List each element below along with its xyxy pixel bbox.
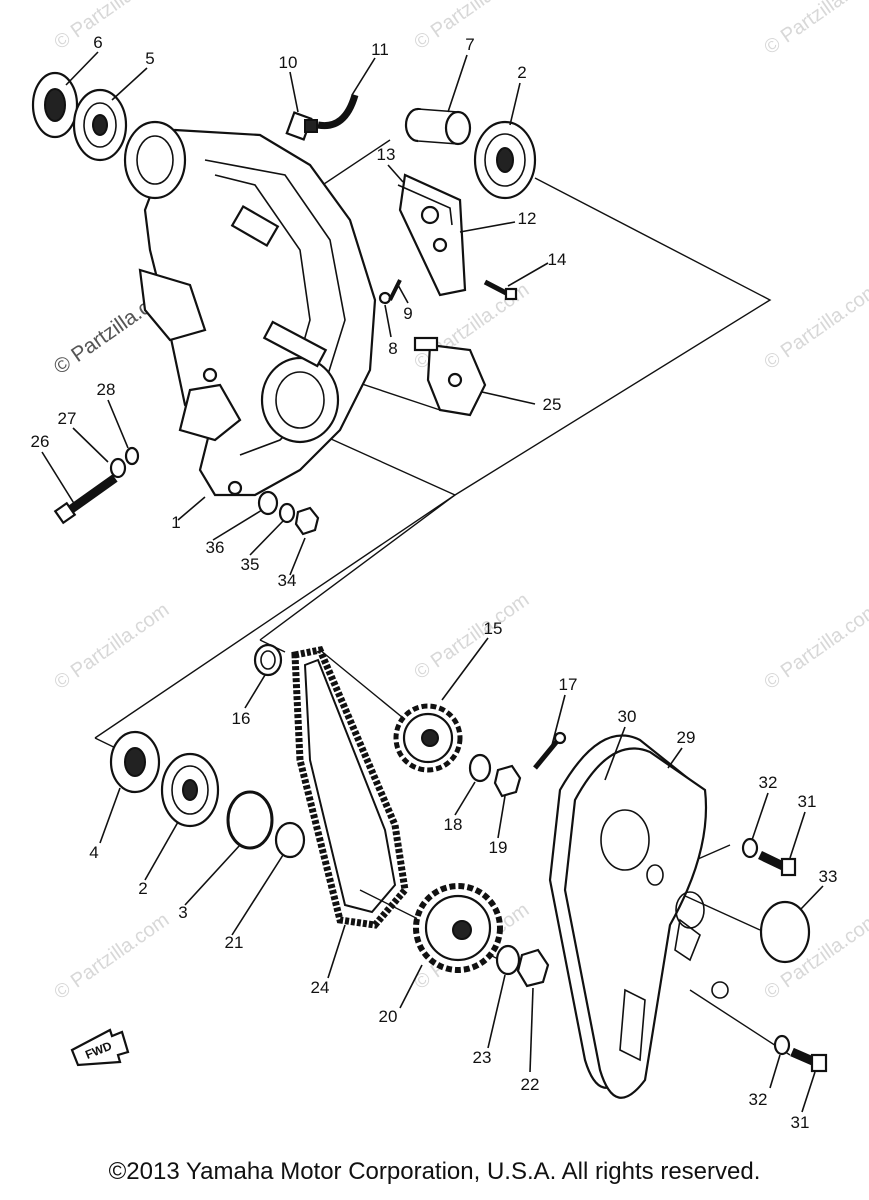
callout-32-lower: 32 <box>749 1090 768 1109</box>
callout-12: 12 <box>518 209 537 228</box>
part-24-chain <box>291 646 409 929</box>
watermark: © Partzilla.com <box>50 599 173 694</box>
callout-6: 6 <box>93 33 102 52</box>
copyright-notice: ©2013 Yamaha Motor Corporation, U.S.A. A… <box>108 1158 761 1185</box>
part-32-washer-upper <box>741 837 759 859</box>
callout-25: 25 <box>543 395 562 414</box>
part-2-bearing-lower <box>160 752 220 828</box>
part-12-plate <box>398 173 467 297</box>
callout-22: 22 <box>521 1075 540 1094</box>
callout-28: 28 <box>97 380 116 399</box>
part-19-nut <box>493 764 522 798</box>
callout-13: 13 <box>377 145 396 164</box>
part-31-bolt-lower <box>790 1047 828 1073</box>
part-35-washer <box>278 502 296 524</box>
callout-32: 32 <box>759 773 778 792</box>
part-36-washer <box>257 490 279 516</box>
part-32-washer-lower <box>773 1034 791 1056</box>
part-7-collar <box>404 107 472 146</box>
part-6-oil-seal <box>31 71 79 139</box>
callout-31-lower: 31 <box>791 1113 810 1132</box>
callout-2: 2 <box>517 63 526 82</box>
callout-30: 30 <box>618 707 637 726</box>
part-11-hose <box>317 93 359 130</box>
callout-24: 24 <box>311 978 330 997</box>
callout-17: 17 <box>559 675 578 694</box>
callout-29: 29 <box>677 728 696 747</box>
part-28-washer <box>124 446 140 466</box>
part-10-fitting <box>285 111 318 141</box>
callout-21: 21 <box>225 933 244 952</box>
part-4-oil-seal <box>109 730 161 794</box>
callout-33: 33 <box>819 867 838 886</box>
callout-1: 1 <box>171 513 180 532</box>
part-15-sprocket <box>393 703 463 773</box>
callout-27: 27 <box>58 409 77 428</box>
callout-19: 19 <box>489 838 508 857</box>
callout-8: 8 <box>388 339 397 358</box>
part-33-cap <box>759 900 811 964</box>
part-34-nut <box>294 506 320 536</box>
part-3-circlip <box>226 790 274 850</box>
callout-26: 26 <box>31 432 50 451</box>
callout-4: 4 <box>89 843 98 862</box>
callout-36: 36 <box>206 538 225 557</box>
chaincase-housing <box>123 120 377 497</box>
callout-31: 31 <box>798 792 817 811</box>
callout-16: 16 <box>232 709 251 728</box>
leader-lines <box>41 51 824 1113</box>
callout-5: 5 <box>145 49 154 68</box>
part-25-bracket <box>413 336 487 417</box>
part-8-washer <box>378 291 392 305</box>
watermark: © Partzilla.com <box>50 0 173 54</box>
watermark: © Partzilla.com <box>760 279 869 374</box>
part-2-bearing-upper <box>473 120 537 200</box>
callout-2-lower: 2 <box>138 879 147 898</box>
watermark: © Partzilla.com <box>410 589 533 684</box>
callout-11: 11 <box>371 40 389 59</box>
part-18-washer <box>468 753 492 783</box>
part-20-sprocket <box>413 883 503 973</box>
part-16-collar <box>253 643 283 677</box>
callout-numbers: 6 5 10 11 7 2 13 12 14 9 8 25 28 27 26 1… <box>31 33 838 1132</box>
part-17-bolt <box>533 731 567 770</box>
callout-10: 10 <box>279 53 298 72</box>
part-9-screw <box>388 279 402 301</box>
part-29-cover <box>563 747 729 1099</box>
callout-7: 7 <box>465 35 474 54</box>
callout-9: 9 <box>403 304 412 323</box>
watermark: © Partzilla.com <box>50 909 173 1004</box>
part-22-nut <box>516 948 550 988</box>
part-27-washer <box>109 457 127 479</box>
callout-14: 14 <box>548 250 567 269</box>
part-31-bolt-upper <box>758 850 797 877</box>
callout-15: 15 <box>484 619 503 638</box>
part-23-washer <box>495 944 521 976</box>
callout-35: 35 <box>241 555 260 574</box>
part-26-bolt <box>53 474 118 525</box>
callout-3: 3 <box>178 903 187 922</box>
watermark: © Partzilla.com <box>760 0 869 59</box>
callout-20: 20 <box>379 1007 398 1026</box>
watermark: © Partzilla.com <box>760 599 869 694</box>
callout-18: 18 <box>444 815 463 834</box>
fwd-arrow: FWD <box>70 1028 130 1067</box>
part-14-bolt <box>483 279 518 301</box>
part-21-collar <box>274 821 306 859</box>
part-5-bearing <box>72 88 128 162</box>
part-13-gasket <box>397 184 453 226</box>
callout-34: 34 <box>278 571 297 590</box>
callout-23: 23 <box>473 1048 492 1067</box>
